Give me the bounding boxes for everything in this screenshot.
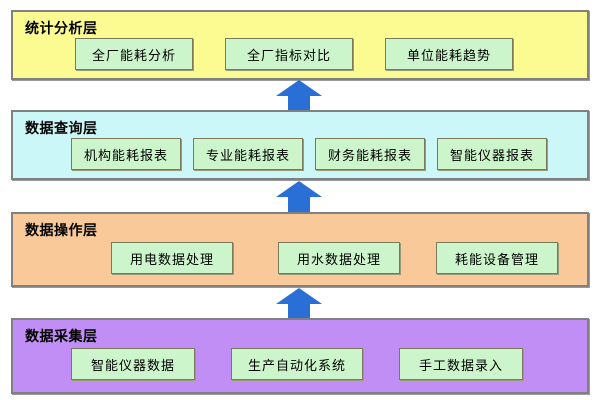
arrow-collection-to-operation-icon: [276, 288, 322, 320]
layer-operation-nodes: 用电数据处理 用水数据处理 耗能设备管理: [13, 242, 587, 274]
arrow-query-to-statistics-icon: [276, 80, 322, 112]
node-energy-equipment-management[interactable]: 耗能设备管理: [436, 242, 558, 274]
node-smart-meter-report[interactable]: 智能仪器报表: [437, 138, 547, 170]
node-manual-data-entry[interactable]: 手工数据录入: [399, 348, 523, 380]
layer-query-nodes: 机构能耗报表 专业能耗报表 财务能耗报表 智能仪器报表: [13, 138, 587, 170]
layer-statistics: 统计分析层 全厂能耗分析 全厂指标对比 单位能耗趋势: [11, 10, 589, 80]
layer-operation-title: 数据操作层: [25, 223, 98, 239]
layer-operation: 数据操作层 用电数据处理 用水数据处理 耗能设备管理: [11, 212, 589, 287]
layer-statistics-nodes: 全厂能耗分析 全厂指标对比 单位能耗趋势: [13, 38, 587, 70]
layer-collection-title: 数据采集层: [25, 329, 98, 345]
node-smart-meter-data[interactable]: 智能仪器数据: [71, 348, 195, 380]
arrow-operation-to-query-icon: [276, 181, 322, 213]
layer-query-title: 数据查询层: [25, 121, 98, 137]
node-organization-energy-report[interactable]: 机构能耗报表: [71, 138, 181, 170]
layer-statistics-title: 统计分析层: [25, 21, 98, 37]
node-professional-energy-report[interactable]: 专业能耗报表: [193, 138, 303, 170]
node-production-automation-system[interactable]: 生产自动化系统: [231, 348, 363, 380]
node-plant-energy-analysis[interactable]: 全厂能耗分析: [75, 38, 193, 70]
layer-collection-nodes: 智能仪器数据 生产自动化系统 手工数据录入: [13, 348, 587, 380]
node-plant-index-comparison[interactable]: 全厂指标对比: [225, 38, 353, 70]
node-electricity-data-processing[interactable]: 用电数据处理: [111, 242, 233, 274]
layer-collection: 数据采集层 智能仪器数据 生产自动化系统 手工数据录入: [11, 318, 589, 394]
node-financial-energy-report[interactable]: 财务能耗报表: [315, 138, 425, 170]
layer-query: 数据查询层 机构能耗报表 专业能耗报表 财务能耗报表 智能仪器报表: [11, 110, 589, 180]
node-unit-energy-trend[interactable]: 单位能耗趋势: [385, 38, 513, 70]
node-water-data-processing[interactable]: 用水数据处理: [278, 242, 400, 274]
